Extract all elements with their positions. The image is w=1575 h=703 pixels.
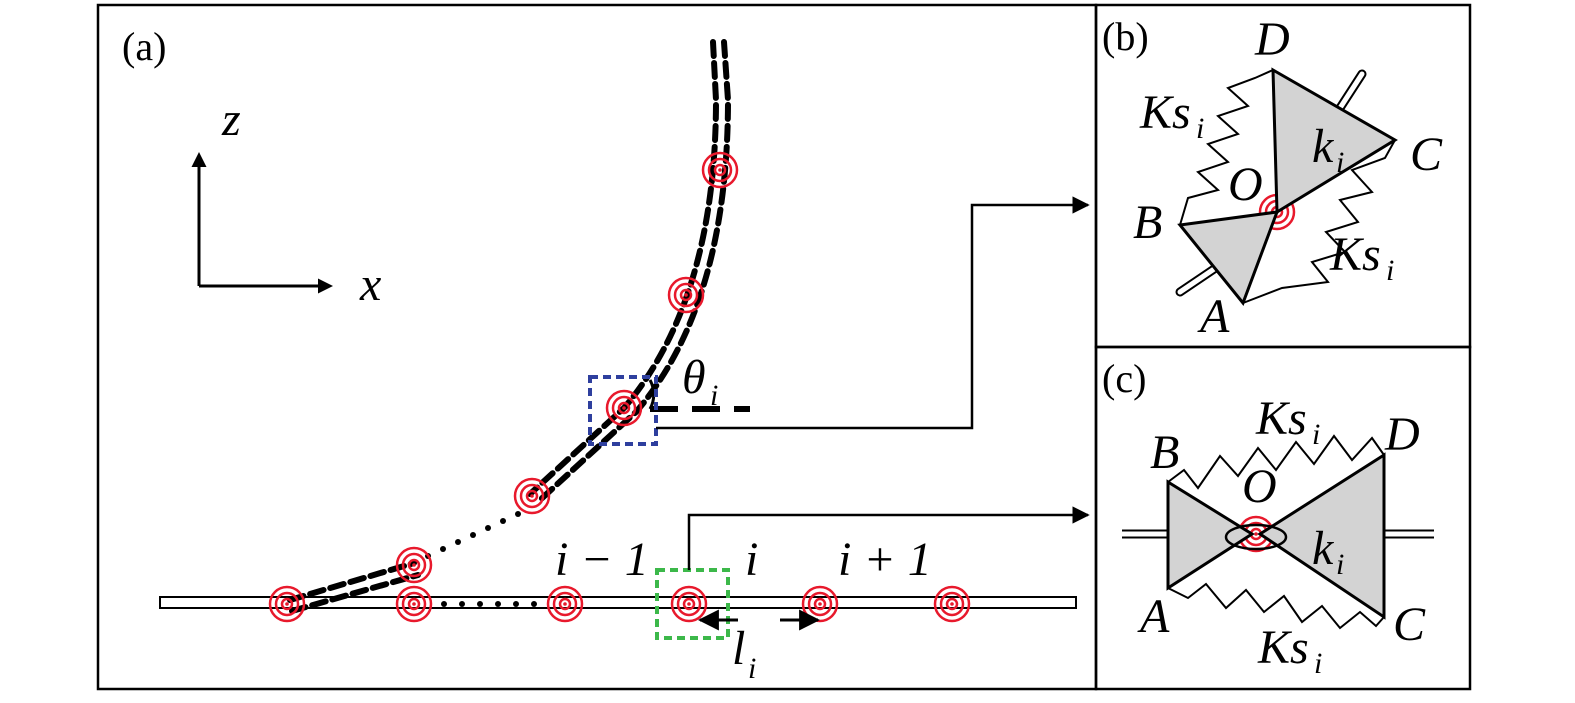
theta-subscript: i [710,379,718,412]
panel-c-hinge-detail [1122,434,1434,630]
panel-b-label-C: C [1410,128,1443,181]
panel-b-triangle-upper [1271,67,1398,215]
panel-b-label-k: k [1312,120,1335,173]
panel-b-label-Ks-top-subscript: i [1196,112,1204,145]
panel-c-triangle-left [1166,479,1255,591]
curved-chain [287,39,732,614]
hinge-marker-lower [513,477,551,515]
panel-b-label: (b) [1102,14,1149,59]
hinge-marker-bend [395,546,433,584]
leader-lines [656,196,1090,570]
dotted-connectors [425,511,537,607]
panel-c-label-k-subscript: i [1336,548,1344,581]
hinge-marker-strip-current [670,585,708,623]
green-highlight-box [655,568,730,640]
coordinate-axes: z x [191,93,381,311]
node-label-current: i [745,533,758,586]
hinge-marker-upper [667,276,705,314]
panel-b-spring-right [1242,139,1396,304]
panel-c-triangle-right [1257,452,1386,620]
node-label-next: i + 1 [838,533,932,586]
flat-strip [159,596,1077,609]
hinge-marker-strip-2 [395,585,433,623]
panel-b-label-B: B [1133,196,1162,249]
hinge-marker-theta [605,389,643,427]
panel-a-frame [96,3,1098,691]
theta-label: θ [682,351,706,404]
panel-c-spring-bottom [1167,582,1385,630]
panel-b-label-k-subscript: i [1336,146,1344,179]
blue-highlight-box [588,375,658,446]
hinge-marker-strip-next [801,585,839,623]
panel-b-label-Ks-top: Ks [1139,86,1191,139]
length-label: l [732,622,745,675]
panel-b-spring-left [1179,69,1274,226]
panel-c-label-Ks-top: Ks [1255,392,1307,445]
hinge-marker-strip-prev [546,585,584,623]
panel-b-label-O: O [1228,158,1263,211]
panel-c-label-O: O [1242,460,1277,513]
panel-c-label-D: D [1384,408,1420,461]
panel-c-label-Ks-bottom: Ks [1257,621,1309,674]
panel-c-spring-top [1167,434,1385,490]
panel-b-label-Ks-bottom: Ks [1329,228,1381,281]
panel-b-triangle-lower [1177,210,1280,306]
hinge-marker-strip-1 [268,585,306,623]
panel-c-label-Ks-bottom-subscript: i [1314,647,1322,680]
panel-b-label-Ks-bottom-subscript: i [1386,254,1394,287]
panel-c-label-B: B [1150,426,1179,479]
z-axis-label: z [221,93,241,146]
panel-b-label-D: D [1254,13,1290,66]
panel-c-label-Ks-top-subscript: i [1312,418,1320,451]
panel-b-label-A: A [1197,290,1230,343]
panel-c-frame [1094,345,1472,691]
panel-c-label: (c) [1102,356,1146,401]
length-subscript: i [748,652,756,685]
theta-reference: θ i [648,351,750,412]
hinge-marker-strip-last [933,585,971,623]
hinge-group [268,151,1296,623]
panel-c-label-C: C [1393,598,1426,651]
panel-a-label: (a) [122,24,166,69]
node-label-prev: i − 1 [555,533,649,586]
panel-c-label-k: k [1312,522,1335,575]
panel-b-hinge-detail [1175,67,1398,306]
hinge-marker-top [701,151,739,189]
panel-c-label-A: A [1137,590,1170,643]
x-axis-label: x [359,258,381,311]
length-arrow: l i [697,609,821,685]
